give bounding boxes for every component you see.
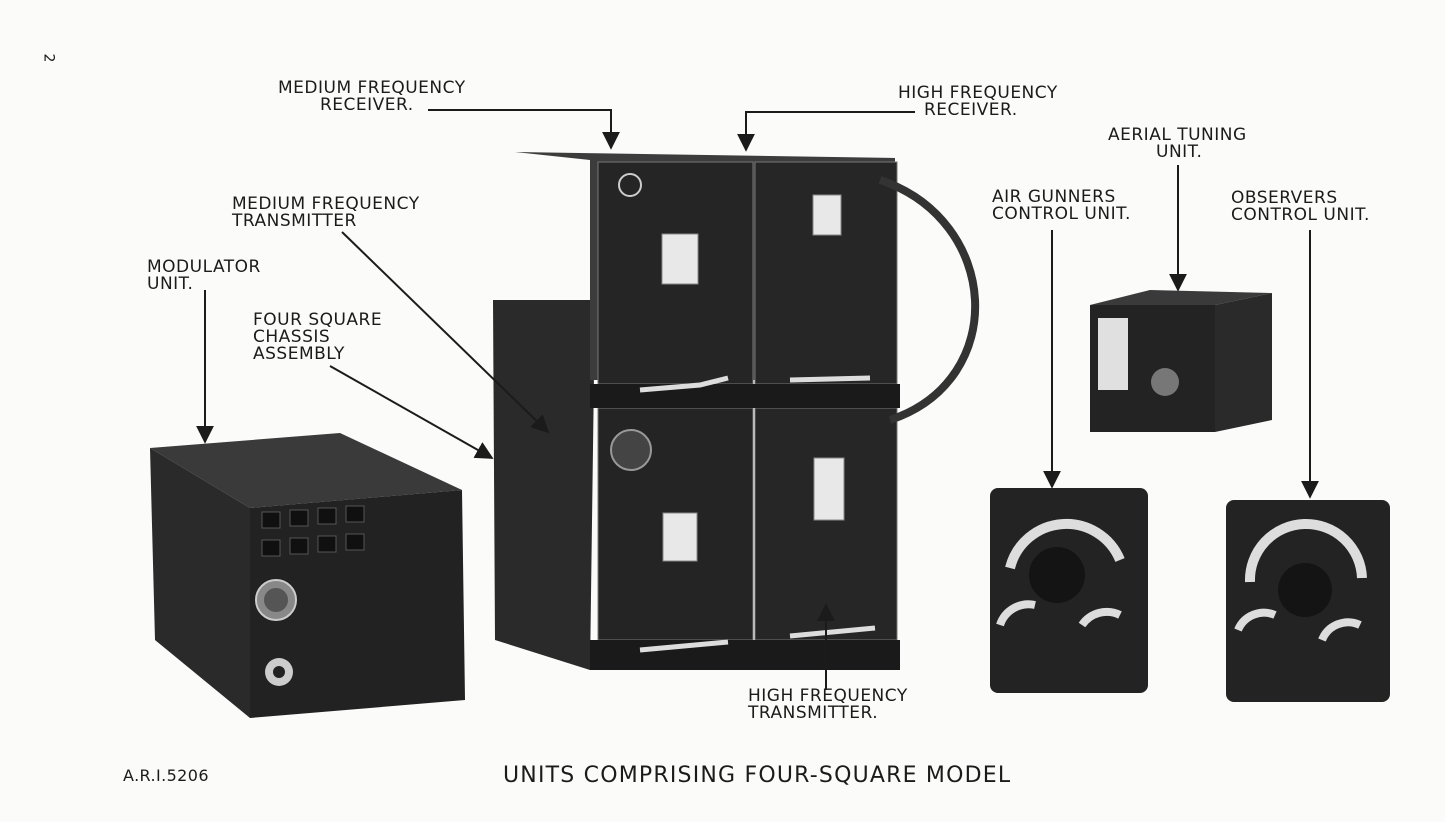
label-aerial-tuning-unit: AERIAL TUNING UNIT.: [1108, 125, 1247, 162]
label-observers-control-unit: OBSERVERS CONTROL UNIT.: [1231, 188, 1370, 225]
label-air-gunners-control-unit: AIR GUNNERS CONTROL UNIT.: [992, 187, 1131, 224]
label-mf-transmitter: MEDIUM FREQUENCY TRANSMITTER: [232, 194, 420, 231]
label-hf-receiver: HIGH FREQUENCY RECEIVER.: [898, 83, 1058, 120]
air-gunners-control-unit: [990, 488, 1148, 693]
figure-caption: UNITS COMPRISING FOUR-SQUARE MODEL: [503, 763, 1012, 788]
leader-lines: [196, 109, 1319, 690]
reference-number: A.R.I.5206: [123, 766, 209, 785]
label-modulator-unit: MODULATOR UNIT.: [147, 257, 261, 294]
label-mf-receiver: MEDIUM FREQUENCY RECEIVER.: [278, 78, 466, 115]
four-square-chassis: [493, 152, 980, 670]
observers-control-unit: [1226, 500, 1390, 702]
aerial-tuning-unit: [1090, 290, 1272, 432]
label-hf-transmitter: HIGH FREQUENCY TRANSMITTER.: [748, 686, 908, 723]
modulator-unit: [150, 433, 465, 718]
label-chassis-assembly: FOUR SQUARE CHASSIS ASSEMBLY: [253, 310, 383, 364]
